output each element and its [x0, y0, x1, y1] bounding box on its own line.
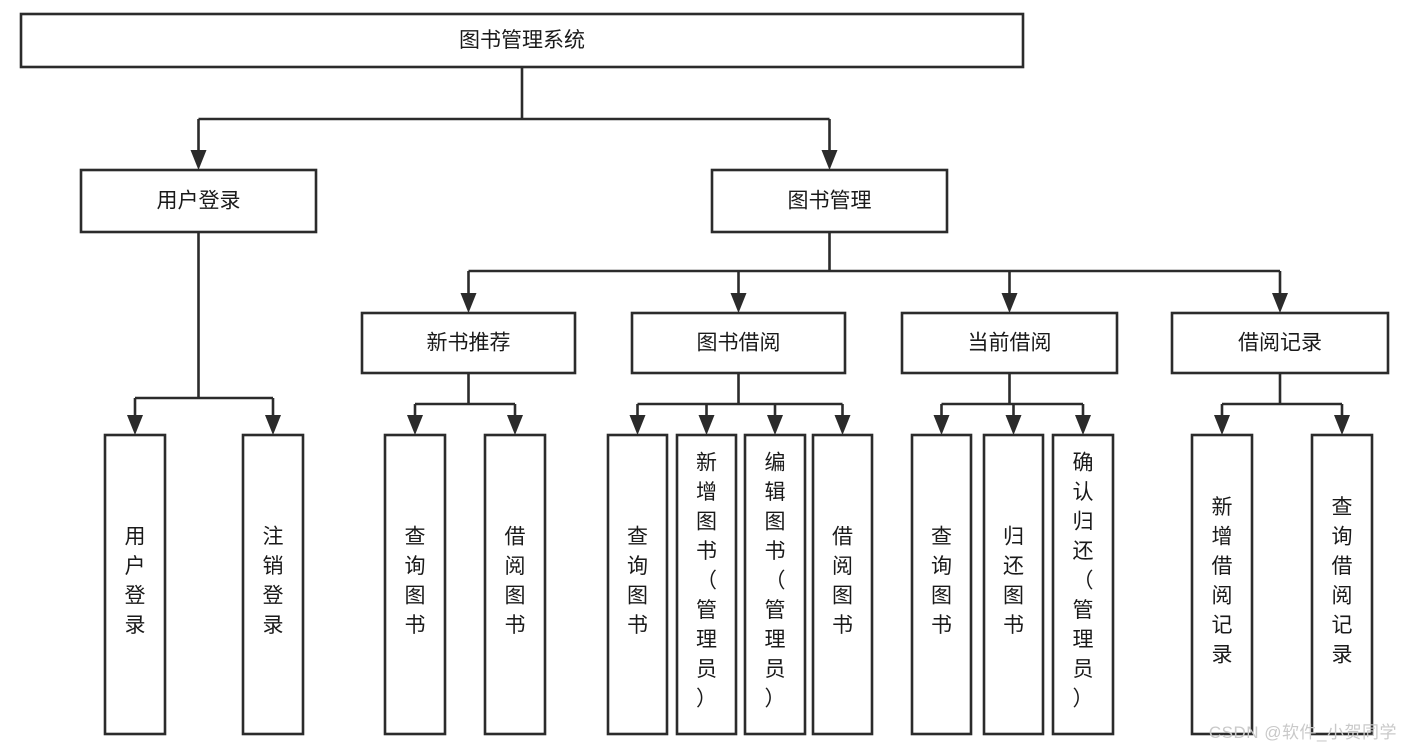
- connector-group-new-book-rec: [407, 373, 523, 435]
- node-box[interactable]: [910, 433, 973, 736]
- arrow-head-icon: [127, 415, 143, 435]
- arrow-head-icon: [407, 415, 423, 435]
- node-borrow-record[interactable]: 借阅记录: [1170, 311, 1390, 375]
- connector-group-user-login: [127, 232, 281, 435]
- node-label: 新增图书（管理员）: [696, 452, 717, 711]
- node-label: 图书借阅: [697, 332, 781, 355]
- arrow-head-icon: [698, 415, 715, 435]
- node-leaf-edit-book[interactable]: 编辑图书（管理员）: [743, 433, 807, 736]
- node-box[interactable]: [79, 168, 318, 234]
- node-user-login[interactable]: 用户登录: [79, 168, 318, 234]
- node-box[interactable]: [710, 168, 949, 234]
- connector-group-current-borrow: [933, 373, 1091, 435]
- node-box[interactable]: [1310, 433, 1374, 736]
- node-leaf-add-record[interactable]: 新增借阅记录: [1190, 433, 1254, 736]
- node-box[interactable]: [103, 433, 167, 736]
- node-label: 查询图书: [931, 525, 952, 637]
- arrow-head-icon: [1272, 293, 1288, 313]
- arrow-head-icon: [767, 415, 783, 435]
- node-label: 图书管理: [788, 190, 872, 213]
- node-label: 查询图书: [405, 525, 426, 637]
- node-box[interactable]: [241, 433, 305, 736]
- node-box[interactable]: [360, 311, 577, 375]
- node-label: 查询借阅记录: [1332, 496, 1353, 667]
- connector-group-book-borrow: [629, 373, 851, 435]
- node-box[interactable]: [19, 12, 1025, 69]
- node-root[interactable]: 图书管理系统: [19, 12, 1025, 69]
- arrow-head-icon: [933, 415, 950, 435]
- node-box[interactable]: [483, 433, 547, 736]
- node-box[interactable]: [383, 433, 447, 736]
- node-label: 借阅记录: [1238, 332, 1322, 355]
- node-label: 查询图书: [627, 525, 648, 637]
- arrow-head-icon: [1214, 415, 1230, 435]
- node-current-borrow[interactable]: 当前借阅: [900, 311, 1119, 375]
- arrow-head-icon: [834, 415, 851, 435]
- node-new-book-rec[interactable]: 新书推荐: [360, 311, 577, 375]
- arrow-head-icon: [1075, 415, 1091, 435]
- node-box[interactable]: [1170, 311, 1390, 375]
- node-box[interactable]: [743, 433, 807, 736]
- node-layer: 图书管理系统用户登录图书管理新书推荐图书借阅当前借阅借阅记录用户登录注销登录查询…: [19, 12, 1390, 736]
- node-label: 确认归还（管理员）: [1073, 452, 1094, 711]
- node-leaf-logout[interactable]: 注销登录: [241, 433, 305, 736]
- node-leaf-add-book[interactable]: 新增图书（管理员）: [675, 433, 738, 736]
- node-label: 借阅图书: [505, 525, 526, 637]
- node-leaf-query-record[interactable]: 查询借阅记录: [1310, 433, 1374, 736]
- node-label: 编辑图书（管理员）: [765, 452, 786, 711]
- node-label: 新书推荐: [427, 332, 511, 355]
- node-label: 注销登录: [263, 525, 284, 637]
- node-label: 用户登录: [157, 190, 241, 213]
- node-leaf-return-book[interactable]: 归还图书: [982, 433, 1045, 736]
- node-leaf-confirm-return[interactable]: 确认归还（管理员）: [1051, 433, 1115, 736]
- connector-group-borrow-record: [1214, 373, 1350, 435]
- node-label: 图书管理系统: [459, 29, 585, 52]
- node-box[interactable]: [811, 433, 874, 736]
- node-leaf-query-book-rec[interactable]: 查询图书: [383, 433, 447, 736]
- arrow-head-icon: [1005, 415, 1022, 435]
- arrow-head-icon: [265, 415, 281, 435]
- arrow-head-icon: [460, 293, 477, 313]
- node-leaf-borrow-book-rec[interactable]: 借阅图书: [483, 433, 547, 736]
- node-label: 当前借阅: [968, 332, 1052, 355]
- connector-layer: [127, 67, 1350, 435]
- node-leaf-user-login[interactable]: 用户登录: [103, 433, 167, 736]
- arrow-head-icon: [629, 415, 646, 435]
- node-box[interactable]: [606, 433, 669, 736]
- node-book-manage[interactable]: 图书管理: [710, 168, 949, 234]
- node-box[interactable]: [675, 433, 738, 736]
- node-box[interactable]: [630, 311, 847, 375]
- node-book-borrow[interactable]: 图书借阅: [630, 311, 847, 375]
- node-leaf-borrow-book[interactable]: 借阅图书: [811, 433, 874, 736]
- node-leaf-query-book-borrow[interactable]: 查询图书: [606, 433, 669, 736]
- arrow-head-icon: [1334, 415, 1350, 435]
- node-box[interactable]: [982, 433, 1045, 736]
- node-label: 归还图书: [1003, 525, 1024, 637]
- connector-group-root: [190, 67, 838, 170]
- node-box[interactable]: [1190, 433, 1254, 736]
- node-box[interactable]: [900, 311, 1119, 375]
- connector-group-book-manage: [460, 232, 1288, 313]
- arrow-head-icon: [507, 415, 523, 435]
- arrow-head-icon: [190, 150, 207, 170]
- node-label: 借阅图书: [832, 525, 853, 637]
- arrow-head-icon: [821, 150, 838, 170]
- arrow-head-icon: [730, 293, 747, 313]
- node-label: 用户登录: [125, 525, 146, 637]
- arrow-head-icon: [1001, 293, 1018, 313]
- node-leaf-query-book-current[interactable]: 查询图书: [910, 433, 973, 736]
- node-label: 新增借阅记录: [1212, 496, 1233, 667]
- node-box[interactable]: [1051, 433, 1115, 736]
